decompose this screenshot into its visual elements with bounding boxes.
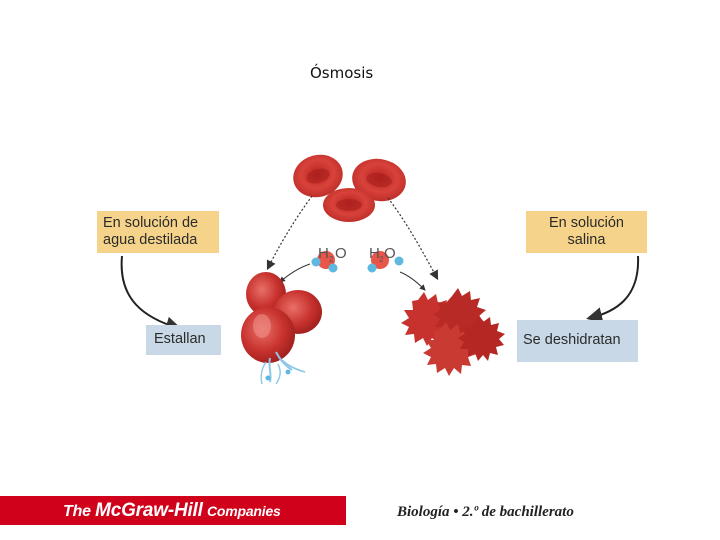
water-arrow-left: [279, 263, 311, 283]
water-o-label-right: O: [384, 245, 396, 262]
water-h-label-left: H: [318, 245, 329, 262]
water-o-label-left: O: [335, 245, 347, 262]
publisher-logo-bar: [0, 496, 346, 525]
swollen-burst-cells: [241, 272, 322, 385]
label-burst: Estallan: [146, 325, 221, 355]
logo-brand: McGraw-Hill: [95, 500, 203, 521]
arrow-distilled-to-burst: [120, 255, 182, 333]
normal-red-blood-cells: [293, 154, 406, 222]
label-saline-solution: En solución salina: [526, 211, 647, 253]
water-arrow-right: [399, 271, 426, 291]
water-subscript-left: 2: [329, 255, 334, 264]
water-molecule-left: H 2 O: [311, 245, 347, 273]
crenated-cells: [401, 288, 505, 376]
label-distilled-water: En solución de agua destilada: [97, 211, 219, 253]
arrow-saline-to-dehydrate: [586, 255, 640, 323]
water-subscript-right: 2: [379, 255, 384, 264]
page-title: Ósmosis: [310, 64, 374, 82]
water-molecule-right: H 2 O: [367, 245, 404, 273]
publisher-logo: The McGraw-Hill Companies: [63, 500, 281, 522]
logo-companies: Companies: [206, 503, 281, 519]
dashed-arrow-to-crenated: [387, 197, 439, 281]
label-dehydrate: Se deshidratan: [517, 320, 638, 362]
dashed-arrow-to-burst: [266, 195, 313, 271]
footer-caption: Biología • 2.º de bachillerato: [397, 504, 574, 520]
water-h-label-right: H: [369, 245, 380, 262]
logo-the: The: [63, 503, 91, 520]
